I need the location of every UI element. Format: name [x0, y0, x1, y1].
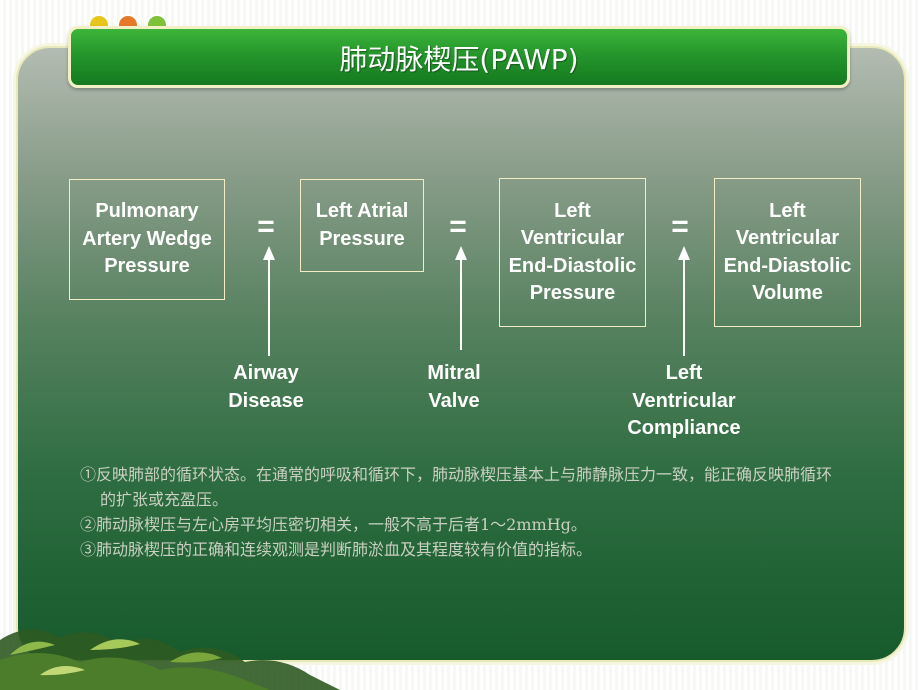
content-panel [16, 46, 906, 662]
equals-sign-3: = [671, 210, 689, 243]
factor-lv-compliance: Left Ventricular Compliance [627, 362, 741, 439]
note-1: ①反映肺部的循环状态。在通常的呼吸和循环下，肺动脉楔压基本上与肺静脉压力一致，能… [80, 465, 833, 509]
slide-title: 肺动脉楔压(PAWP) [339, 43, 579, 76]
box-pawp: Pulmonary Artery Wedge Pressure [69, 179, 225, 300]
box-lvedp: Left Ventricular End-Diastolic Pressure [499, 178, 646, 327]
box-lvedv: Left Ventricular End-Diastolic Volume [714, 178, 861, 327]
note-3: ③肺动脉楔压的正确和连续观测是判断肺淤血及其程度较有价值的指标。 [80, 540, 593, 559]
note-2: ②肺动脉楔压与左心房平均压密切相关，一般不高于后者1～2mmHg。 [80, 515, 587, 534]
decor-leaves-image [0, 629, 340, 690]
box-lap-text: Left Atrial Pressure [315, 200, 409, 250]
arrow-up-airway-icon [263, 246, 275, 356]
equals-sign-1: = [257, 210, 275, 243]
box-pawp-text: Pulmonary Artery Wedge Pressure [82, 200, 212, 278]
factor-airway-disease: Airway Disease [228, 362, 304, 412]
equals-sign-2: = [449, 210, 467, 243]
box-lvedv-text: Left Ventricular End-Diastolic Volume [723, 199, 852, 305]
arrow-up-compliance-icon [678, 246, 690, 356]
box-lvedp-text: Left Ventricular End-Diastolic Pressure [508, 199, 637, 305]
notes-list: ①反映肺部的循环状态。在通常的呼吸和循环下，肺动脉楔压基本上与肺静脉压力一致，能… [80, 462, 840, 562]
arrow-up-mitral-icon [455, 246, 467, 350]
title-bar: 肺动脉楔压(PAWP) [68, 26, 850, 88]
factor-mitral-valve: Mitral Valve [427, 362, 481, 412]
box-lap: Left Atrial Pressure [300, 179, 424, 272]
